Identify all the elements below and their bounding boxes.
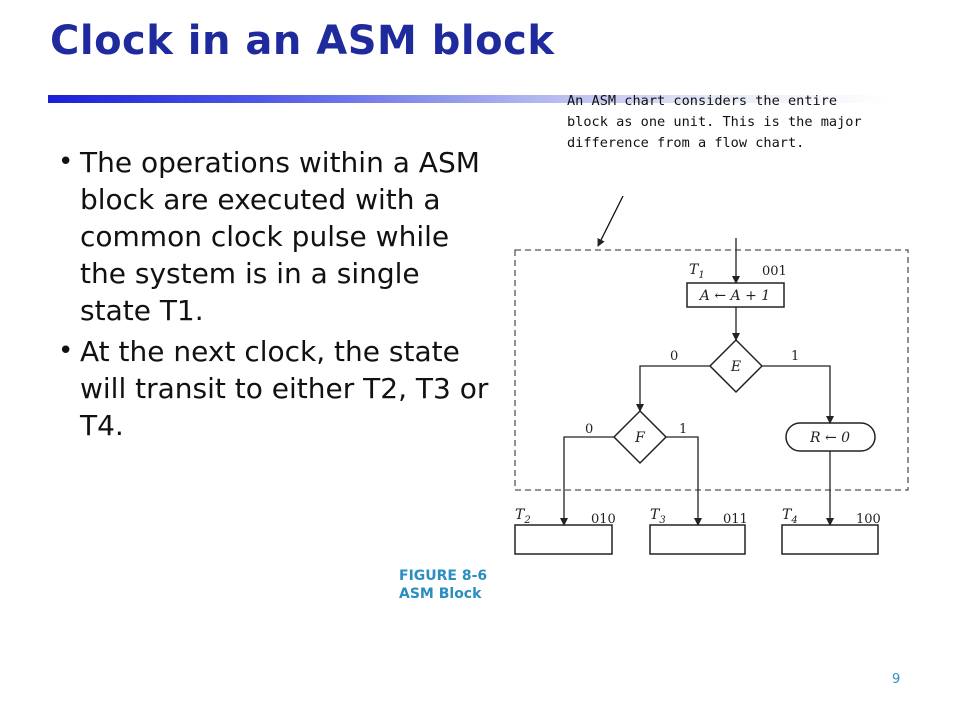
state-code-t4: 100 [856, 512, 881, 527]
slide-title: Clock in an ASM block [50, 18, 555, 64]
flow-line-e1 [762, 365, 834, 424]
state-label-t1: T1 [689, 262, 705, 281]
conditional-operation: R ← 0 [809, 430, 850, 446]
state-label-t2: T2 [515, 507, 531, 526]
flow-line-e0 [636, 365, 710, 412]
branch-label: 0 [670, 349, 678, 364]
callout-pointer-arrow [597, 195, 624, 247]
state-code-t3: 011 [723, 512, 748, 527]
asm-block-boundary [514, 249, 909, 491]
decision-label-e: E [730, 359, 741, 375]
bullet-dot: • [58, 336, 74, 366]
branch-label: 1 [791, 349, 799, 364]
bullet-dot: • [58, 147, 74, 177]
state-box-t2 [514, 524, 613, 555]
title-underline-bar [48, 95, 893, 103]
bullet-text: At the next clock, the state will transi… [80, 335, 489, 442]
state-code-t2: 010 [591, 512, 616, 527]
page-number: 9 [892, 672, 901, 687]
bullet-item: •The operations within a ASM block are e… [58, 144, 498, 329]
state-code-t1: 001 [762, 264, 787, 279]
figure-caption-number: FIGURE 8-6 [399, 568, 488, 584]
state-label-t3: T3 [650, 507, 666, 526]
decision-label-f: F [634, 430, 646, 446]
decision-diamond-e [708, 338, 764, 394]
figure-caption-title: ASM Block [399, 586, 482, 602]
branch-label: 0 [585, 422, 593, 437]
figure-caption: FIGURE 8-6 ASM Block [399, 567, 487, 603]
flow-line-f0 [560, 436, 614, 526]
state-box-t4 [781, 524, 879, 555]
flow-line-f1 [666, 436, 702, 526]
bullet-list: •The operations within a ASM block are e… [58, 144, 498, 448]
callout-note: An ASM chart considers the entire block … [567, 93, 862, 151]
register-operation: A ← A + 1 [698, 288, 770, 304]
bullet-item: •At the next clock, the state will trans… [58, 333, 498, 444]
state-box-t3 [649, 524, 746, 555]
branch-label: 1 [679, 422, 687, 437]
decision-diamond-f [612, 409, 668, 465]
bullet-text: The operations within a ASM block are ex… [80, 146, 480, 327]
state-label-t4: T4 [782, 507, 798, 526]
